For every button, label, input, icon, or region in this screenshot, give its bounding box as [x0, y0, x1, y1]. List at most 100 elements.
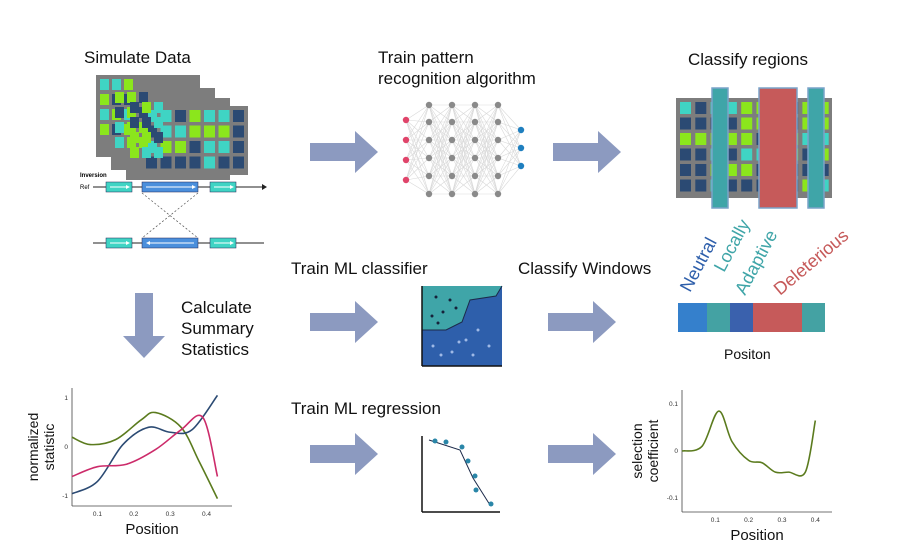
nn-node — [471, 172, 479, 180]
region-cell — [695, 102, 707, 114]
series-line — [71, 414, 219, 478]
positon-label: Positon — [724, 346, 771, 362]
grid-cell — [100, 124, 109, 135]
grid-cell — [124, 79, 133, 90]
x-tick-label: 0.1 — [711, 517, 720, 524]
x-tick-label: 0.3 — [777, 517, 786, 524]
nn-node — [471, 154, 479, 162]
nn-node — [494, 172, 502, 180]
grid-cell — [233, 156, 244, 169]
arrows — [123, 131, 621, 475]
ml-classifier-plot — [421, 285, 503, 367]
grid-cell — [154, 117, 163, 128]
y-tick-label: 1 — [64, 395, 68, 402]
summary-label: Summary — [181, 319, 254, 338]
x-tick-label: 0.2 — [744, 517, 753, 524]
classified-regions-grid — [676, 87, 832, 209]
grid-cell — [142, 117, 151, 128]
train-ml-classifier-label: Train ML classifier — [291, 259, 428, 278]
nn-node — [517, 162, 525, 170]
simulated-grid-stack — [96, 75, 248, 180]
region-cell — [680, 102, 691, 114]
arrow-right-bot-1 — [310, 433, 378, 475]
window-neutral-2 — [730, 303, 753, 332]
nn-node — [494, 101, 502, 109]
grid-cell — [130, 102, 139, 113]
region-band-adaptive-1 — [711, 87, 729, 209]
regression-points — [432, 438, 494, 507]
region-cell — [741, 102, 753, 114]
grid-cell — [218, 156, 230, 169]
grid-cell — [233, 110, 244, 122]
grid-cell — [115, 137, 124, 148]
region-cell — [725, 179, 737, 192]
arrow-right-mid-2 — [548, 301, 616, 343]
grid-cell — [146, 110, 157, 122]
y-tick-label: -0.1 — [667, 495, 679, 502]
region-cell — [725, 117, 737, 130]
statistics-label: Statistics — [181, 340, 250, 359]
grid-cell — [130, 147, 139, 158]
nn-node — [402, 156, 410, 164]
grid-cell — [175, 156, 186, 169]
nn-node — [494, 136, 502, 144]
grid-cell — [100, 79, 109, 90]
region-cell — [741, 117, 753, 130]
grid-cell — [100, 109, 109, 120]
train-pattern-label-line2: recognition algorithm — [378, 69, 536, 88]
region-cell — [695, 164, 707, 176]
inversion-title: Inversion — [80, 173, 107, 179]
region-cell — [725, 133, 737, 145]
nn-node — [402, 116, 410, 124]
x-axis-label: Position — [730, 527, 783, 544]
window-neutral — [678, 303, 707, 332]
grid-cell — [142, 132, 151, 143]
grid-cell — [160, 141, 172, 153]
nn-node — [448, 190, 456, 198]
grid-cell — [154, 147, 163, 158]
arrow-right-bot-2 — [548, 433, 616, 475]
grid-cell — [100, 94, 109, 105]
series-line — [71, 411, 219, 499]
ref-label: Ref — [80, 185, 90, 191]
classifier-points-class-b — [431, 328, 491, 357]
classify-regions-label: Classify regions — [688, 50, 808, 69]
x-tick-label: 0.3 — [166, 511, 175, 518]
calculate-label: Calculate — [181, 298, 252, 317]
x-tick-label: 0.4 — [811, 517, 820, 524]
region-cell — [725, 164, 737, 176]
grid-cell — [146, 156, 157, 169]
grid-cell — [175, 125, 186, 138]
region-cell — [695, 117, 707, 130]
neural-network — [402, 101, 525, 198]
grid-cell — [146, 125, 157, 138]
y-tick-label: 0.1 — [669, 401, 678, 408]
grid-cell — [142, 102, 151, 113]
grid-cell — [233, 141, 244, 153]
nn-node — [448, 172, 456, 180]
arrow-down — [123, 293, 165, 358]
y-axis-label: statistic — [41, 424, 57, 471]
grid-cell — [115, 122, 124, 133]
nn-node — [425, 101, 433, 109]
grid-cell — [204, 141, 215, 153]
region-cell — [695, 148, 707, 161]
grid-cell — [139, 92, 148, 103]
y-tick-label: -1 — [62, 493, 68, 500]
region-cell — [741, 133, 753, 145]
grid-cell — [189, 156, 201, 169]
x-tick-label: 0.2 — [129, 511, 138, 518]
nn-node — [471, 136, 479, 144]
nn-node — [425, 172, 433, 180]
nn-node — [448, 101, 456, 109]
inversion-schematic: Inversion Ref — [80, 173, 267, 249]
region-cell — [680, 117, 691, 130]
nn-node — [425, 190, 433, 198]
nn-node — [425, 118, 433, 126]
grid-cell — [204, 110, 215, 122]
nn-node — [471, 190, 479, 198]
x-tick-label: 0.1 — [93, 511, 102, 518]
nn-node — [402, 136, 410, 144]
grid-cell — [160, 125, 172, 138]
